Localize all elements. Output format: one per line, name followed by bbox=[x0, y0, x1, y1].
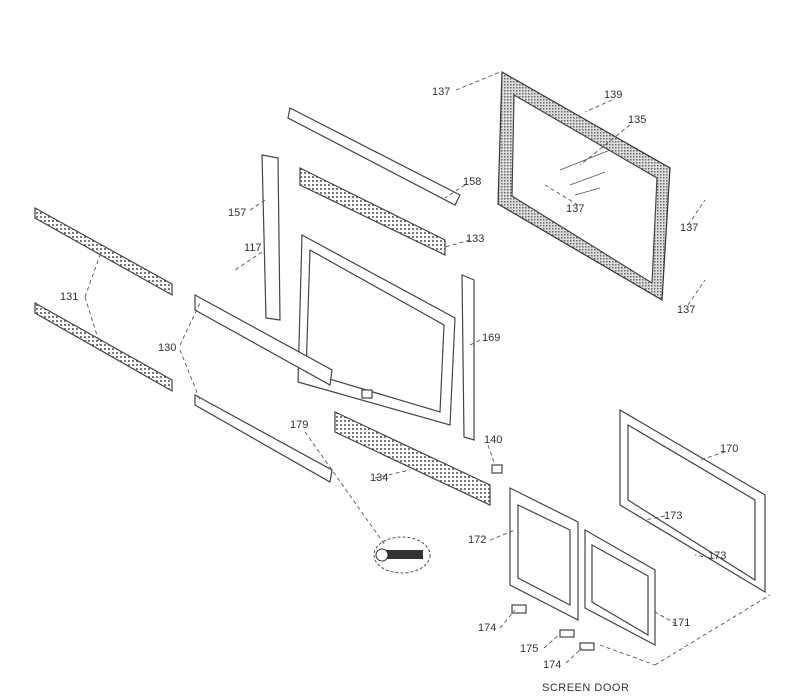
label-137-top: 137 bbox=[432, 86, 451, 98]
label-171: 171 bbox=[672, 617, 691, 629]
hinge-175 bbox=[559, 629, 575, 638]
outer-frame-139 bbox=[497, 70, 671, 302]
strip-130-upper bbox=[194, 293, 333, 386]
label-130: 130 bbox=[158, 342, 177, 354]
clip-179 bbox=[361, 389, 373, 399]
leader-lines bbox=[84, 71, 771, 666]
screen-door-172 bbox=[509, 487, 579, 621]
label-131: 131 bbox=[60, 291, 79, 303]
label-137-right: 137 bbox=[680, 222, 699, 234]
label-157: 157 bbox=[228, 207, 247, 219]
caption-screen-door: SCREEN DOOR bbox=[542, 682, 630, 694]
strip-130-lower bbox=[194, 393, 333, 483]
strip-131-lower bbox=[34, 301, 173, 393]
hinge-174-left bbox=[511, 604, 527, 614]
label-174-left: 174 bbox=[478, 622, 497, 634]
label-117: 117 bbox=[244, 242, 262, 254]
label-170: 170 bbox=[720, 443, 739, 455]
inner-frame bbox=[297, 234, 456, 426]
strip-131-upper bbox=[34, 206, 173, 297]
top-trim-158 bbox=[287, 107, 461, 206]
label-174-right: 174 bbox=[543, 659, 562, 671]
hinge-174-right bbox=[579, 642, 595, 651]
label-158: 158 bbox=[463, 176, 482, 188]
label-133: 133 bbox=[466, 233, 485, 245]
panel-170 bbox=[619, 408, 766, 594]
label-172: 172 bbox=[468, 534, 487, 546]
brand-logo-badge bbox=[373, 536, 431, 574]
top-grille-133 bbox=[299, 167, 446, 256]
label-137-bottom-right: 137 bbox=[677, 304, 696, 316]
label-169: 169 bbox=[482, 332, 501, 344]
bottom-grille-134 bbox=[334, 411, 491, 506]
label-179: 179 bbox=[290, 419, 309, 431]
side-bar-169 bbox=[461, 274, 475, 441]
side-bar-157 bbox=[261, 154, 281, 321]
label-173-lower: 173 bbox=[708, 550, 727, 562]
label-134: 134 bbox=[370, 472, 389, 484]
label-140: 140 bbox=[484, 434, 503, 446]
label-135: 135 bbox=[628, 114, 647, 126]
label-139: 139 bbox=[604, 89, 623, 101]
label-175: 175 bbox=[520, 643, 539, 655]
label-137-center: 137 bbox=[566, 203, 585, 215]
screen-door-171 bbox=[584, 528, 656, 646]
label-173-upper: 173 bbox=[664, 510, 683, 522]
clip-140 bbox=[491, 464, 503, 474]
